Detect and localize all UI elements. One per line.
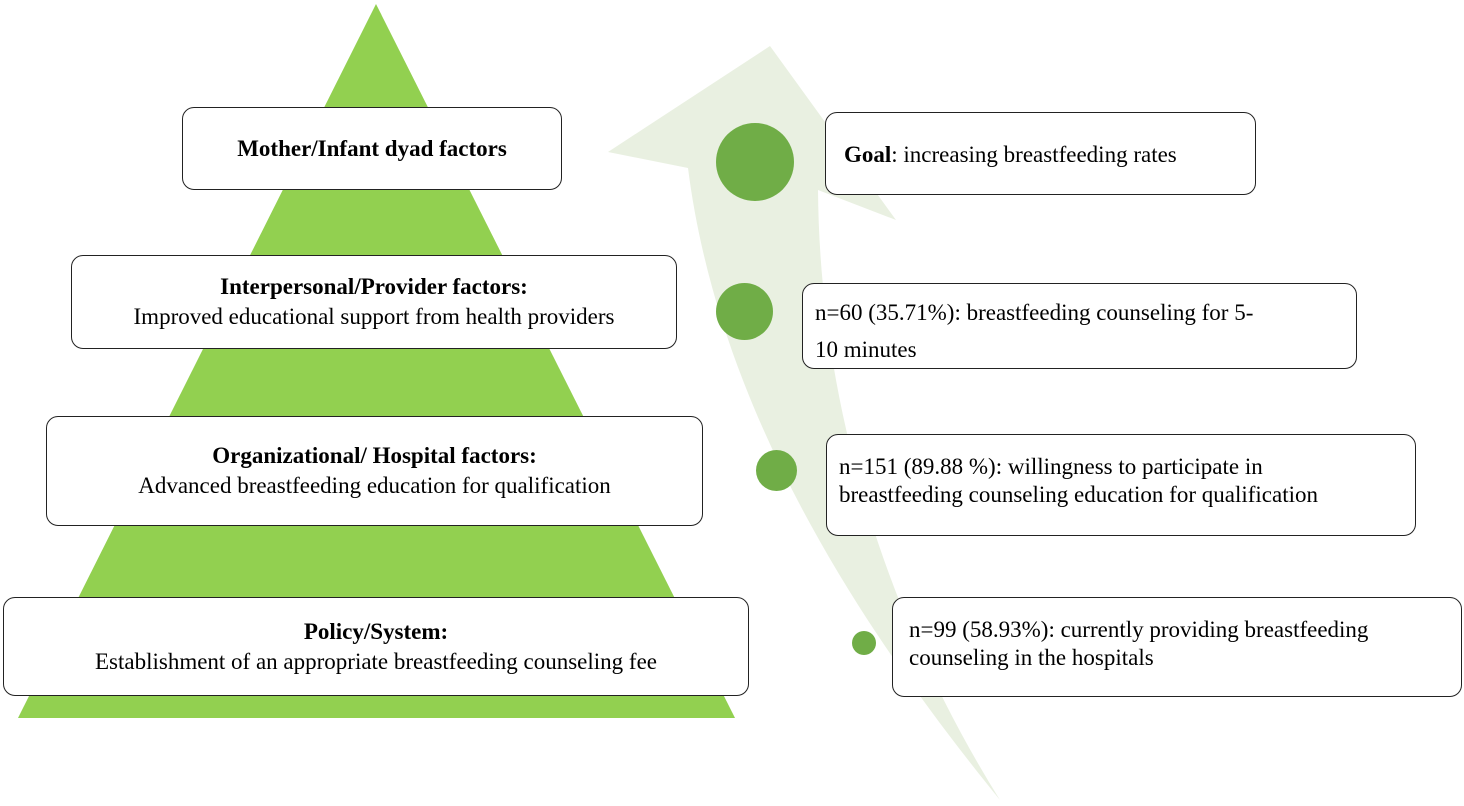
result-line: counseling in the hospitals xyxy=(909,645,1154,670)
result-box-1: n=60 (35.71%): breastfeeding counseling … xyxy=(802,283,1357,369)
level-title: Mother/Infant dyad factors xyxy=(237,135,507,161)
result-box-2: n=151 (89.88 %): willingness to particip… xyxy=(826,434,1416,536)
result-line: n=151 (89.88 %): willingness to particip… xyxy=(839,454,1263,479)
goal-dot xyxy=(716,123,794,201)
result-line: n=60 (35.71%): breastfeeding counseling … xyxy=(815,300,1254,325)
result-line: breastfeeding counseling education for q… xyxy=(839,482,1318,507)
level-title: Interpersonal/Provider factors: xyxy=(220,274,528,299)
goal-box: Goal: increasing breastfeeding rates xyxy=(825,112,1256,195)
result-dot-2 xyxy=(756,450,797,491)
level-text: Improved educational support from health… xyxy=(133,304,615,329)
mother-infant-dyad-box: Mother/Infant dyad factors xyxy=(182,107,562,190)
policy-system-box: Policy/System: Establishment of an appro… xyxy=(3,597,749,696)
level-text: Advanced breastfeeding education for qua… xyxy=(138,473,611,498)
result-line: n=99 (58.93%): currently providing breas… xyxy=(909,617,1369,642)
result-box-3: n=99 (58.93%): currently providing breas… xyxy=(892,597,1462,697)
pyramid xyxy=(18,4,735,718)
organizational-hospital-box: Organizational/ Hospital factors: Advanc… xyxy=(46,416,703,526)
goal-text: : increasing breastfeeding rates xyxy=(891,141,1177,167)
result-dot-3 xyxy=(852,631,876,655)
result-dot-1 xyxy=(716,283,773,340)
goal-label: Goal xyxy=(844,141,892,167)
interpersonal-provider-box: Interpersonal/Provider factors: Improved… xyxy=(71,255,677,349)
result-line: 10 minutes xyxy=(815,337,917,362)
level-title: Policy/System: xyxy=(303,618,449,644)
level-title: Organizational/ Hospital factors: xyxy=(212,443,537,468)
level-text: Establishment of an appropriate breastfe… xyxy=(94,648,658,674)
